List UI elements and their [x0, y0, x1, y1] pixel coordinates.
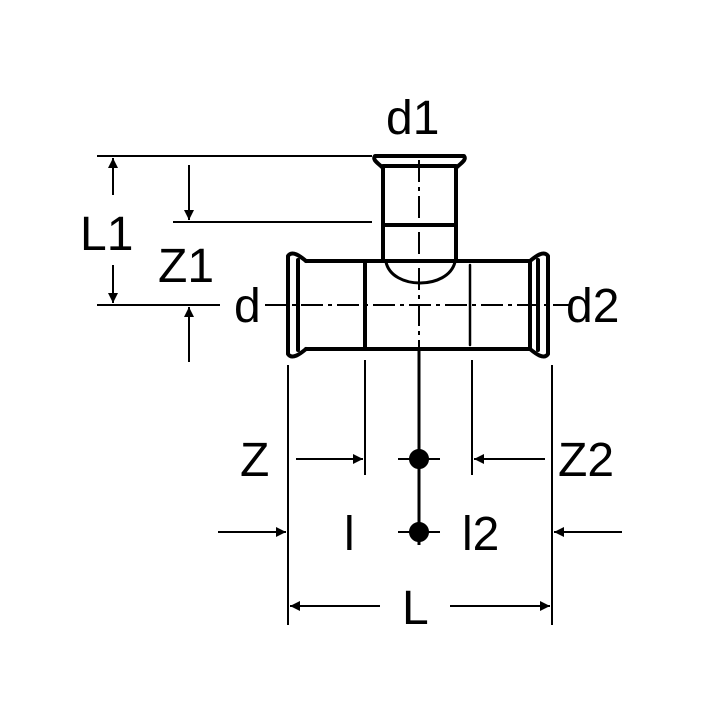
- label-Z2: Z2: [558, 434, 614, 487]
- center-dot-lower: [409, 522, 429, 542]
- label-L: L: [402, 582, 429, 635]
- branch-intersection-curve: [384, 260, 457, 285]
- label-l2: l2: [462, 508, 499, 561]
- centerlines: [265, 160, 570, 350]
- label-Z1: Z1: [158, 240, 214, 293]
- label-d2: d2: [566, 280, 619, 333]
- label-Z: Z: [240, 434, 269, 487]
- label-d1: d1: [386, 92, 439, 145]
- dimension-arrows: [108, 158, 622, 611]
- label-L1: L1: [80, 208, 133, 261]
- extension-lines: [97, 155, 553, 625]
- center-dot-upper: [409, 449, 429, 469]
- tee-fitting-body: [286, 154, 550, 359]
- center-points: [398, 449, 440, 542]
- left-socket: [286, 251, 308, 359]
- label-l: l: [344, 508, 355, 561]
- label-d: d: [234, 280, 261, 333]
